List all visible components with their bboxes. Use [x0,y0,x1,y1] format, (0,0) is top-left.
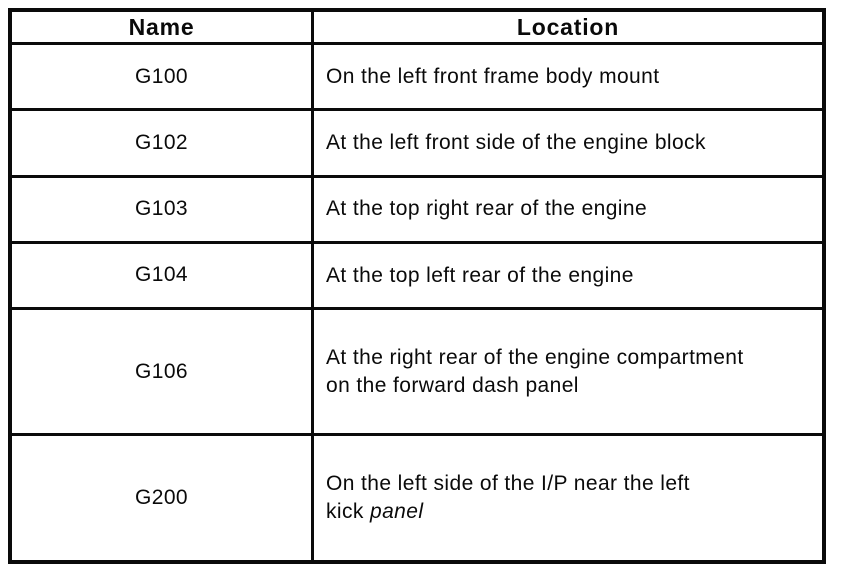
table-header: Name Location [8,8,826,45]
ground-location-cell: On the left front frame body mount [311,41,826,112]
ground-name-cell: G103 [8,174,314,244]
ground-name-cell: G104 [8,240,314,311]
ground-location-cell: At the top right rear of the engine [311,174,826,244]
header-row: Name Location [8,8,826,45]
ground-name-cell: G106 [8,307,314,437]
column-header-location: Location [311,8,826,45]
ground-name-cell: G100 [8,41,314,112]
ground-location-cell: At the top left rear of the engine [311,240,826,311]
ground-name-cell: G102 [8,108,314,178]
ground-location-cell: On the left side of the I/P near the lef… [311,433,826,564]
ground-name-cell: G200 [8,433,314,564]
ground-location-cell: At the left front side of the engine blo… [311,108,826,178]
column-header-name: Name [8,8,314,45]
ground-location-cell: At the right rear of the engine compartm… [311,307,826,437]
